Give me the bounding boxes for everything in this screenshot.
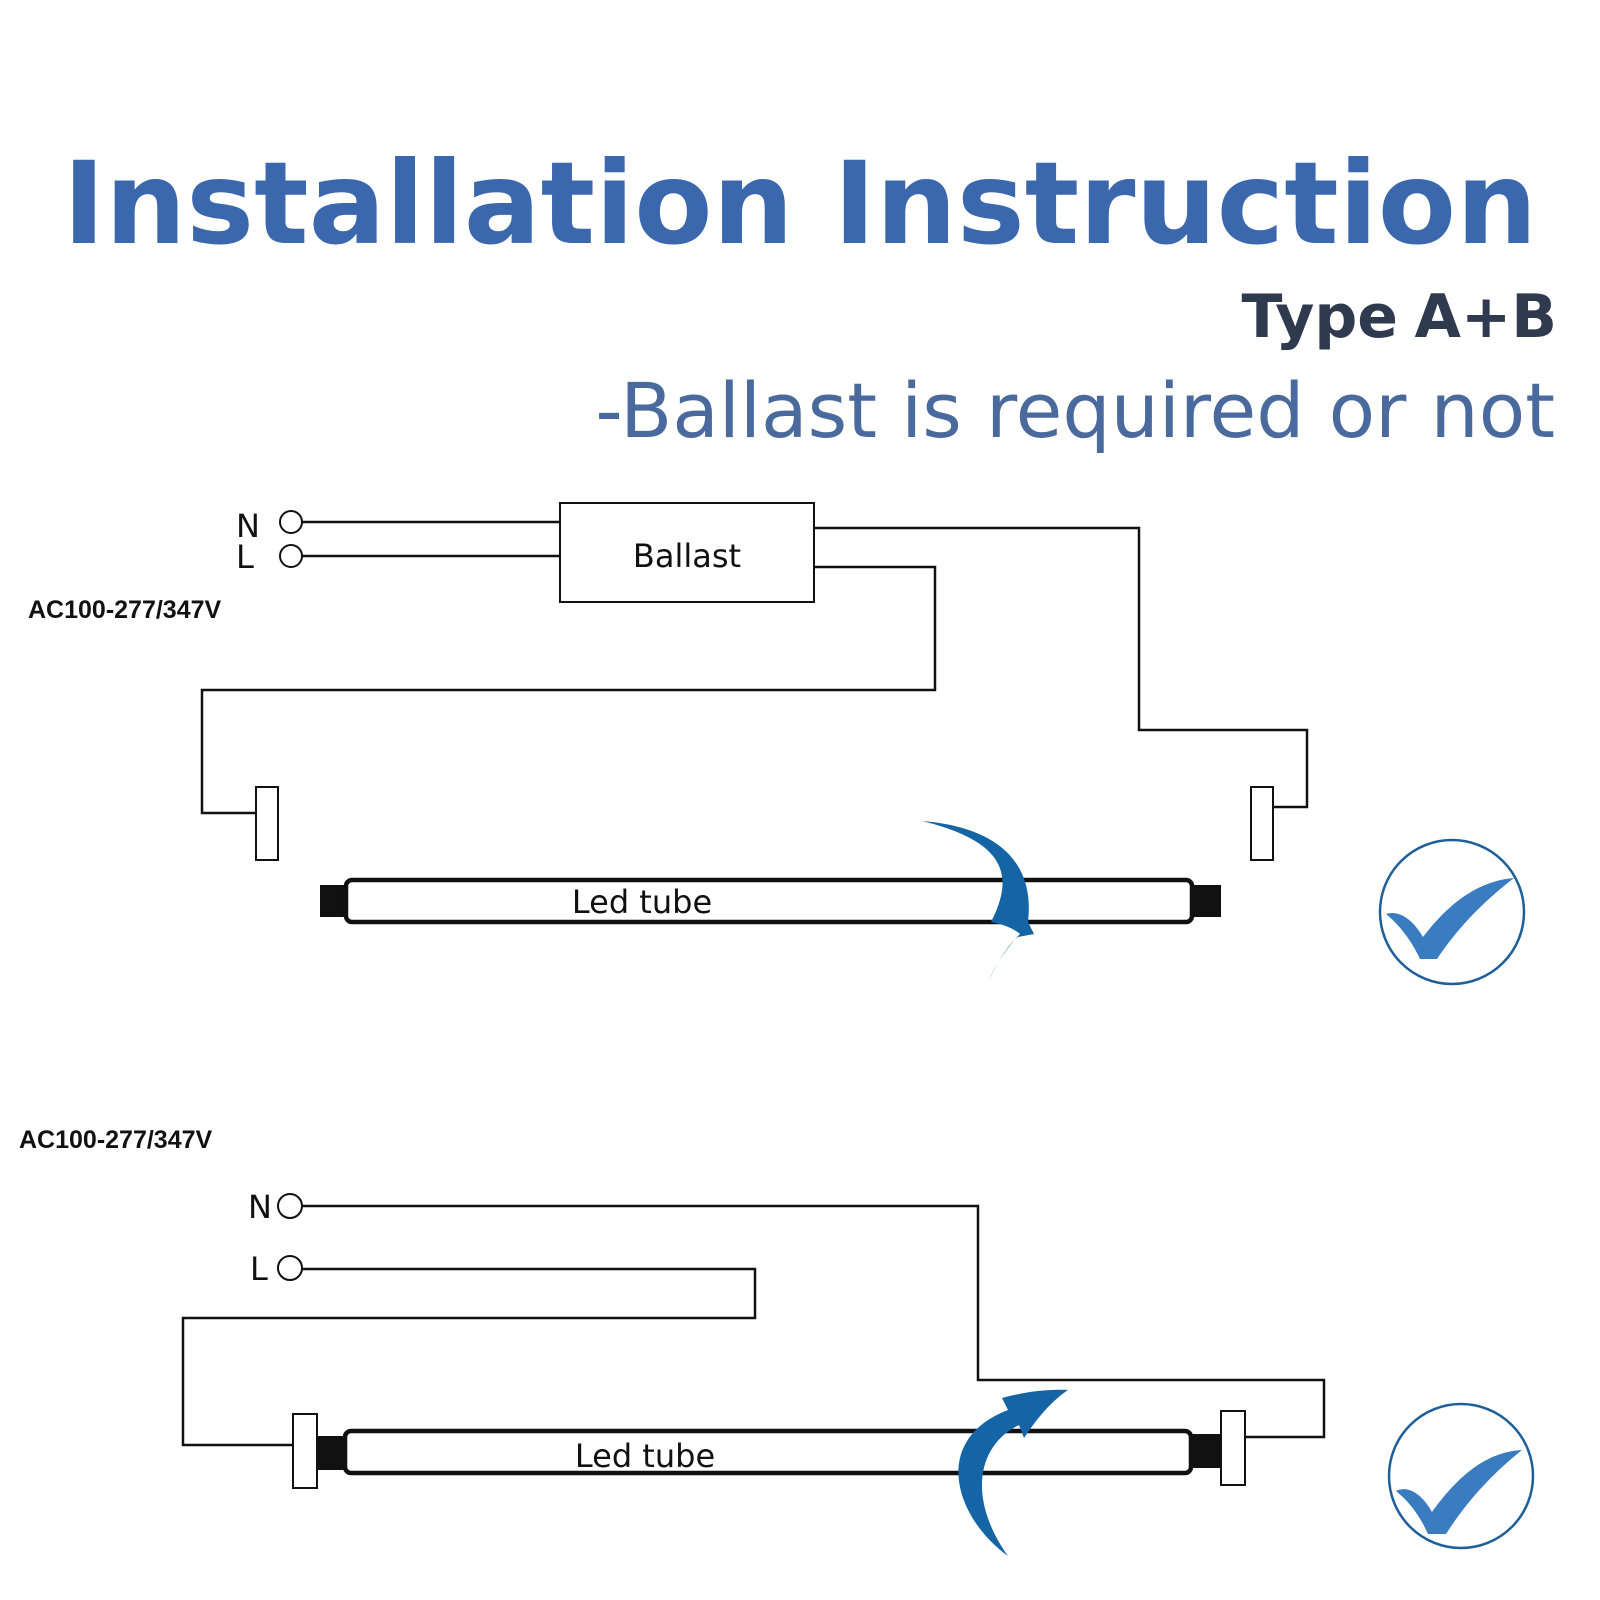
terminal-n-label: N (248, 1188, 272, 1226)
led-tube: Led tube (318, 1428, 1221, 1476)
tube-label: Led tube (575, 1437, 715, 1475)
diagram-direct-wire: AC100-277/347V N L Led tube (19, 1126, 1535, 1556)
subtitle: -Ballast is required or not (595, 366, 1555, 455)
ballast-label: Ballast (633, 537, 741, 575)
rotate-arrow-icon (958, 1389, 1068, 1556)
led-tube: Led tube (320, 877, 1221, 925)
terminal-l-label: L (236, 538, 254, 576)
terminal-l-label: L (250, 1250, 268, 1288)
terminal-l (279, 544, 303, 568)
page-title: Installation Instruction (63, 137, 1538, 270)
type-value: A+B (1415, 282, 1557, 352)
terminal-n (279, 510, 303, 534)
terminal-n-label: N (236, 507, 260, 545)
voltage-label: AC100-277/347V (28, 596, 222, 624)
type-label: Type (1241, 282, 1398, 352)
tombstone-right (1220, 1410, 1246, 1486)
tombstone-left (255, 786, 279, 861)
wires (181, 1204, 1326, 1447)
wires (200, 520, 1309, 815)
tube-label: Led tube (572, 883, 712, 921)
voltage-label: AC100-277/347V (19, 1126, 213, 1154)
ballast-box (559, 502, 815, 603)
checkmark-icon (1378, 838, 1526, 986)
rotate-arrow-icon (922, 821, 1034, 982)
checkmark-icon (1387, 1402, 1535, 1550)
tombstone-left (292, 1413, 318, 1489)
terminal-n (277, 1193, 303, 1219)
terminal-l (277, 1255, 303, 1281)
diagram-with-ballast: N L AC100-277/347V Ballast Led tube (28, 502, 1526, 986)
tombstone-right (1250, 786, 1274, 861)
